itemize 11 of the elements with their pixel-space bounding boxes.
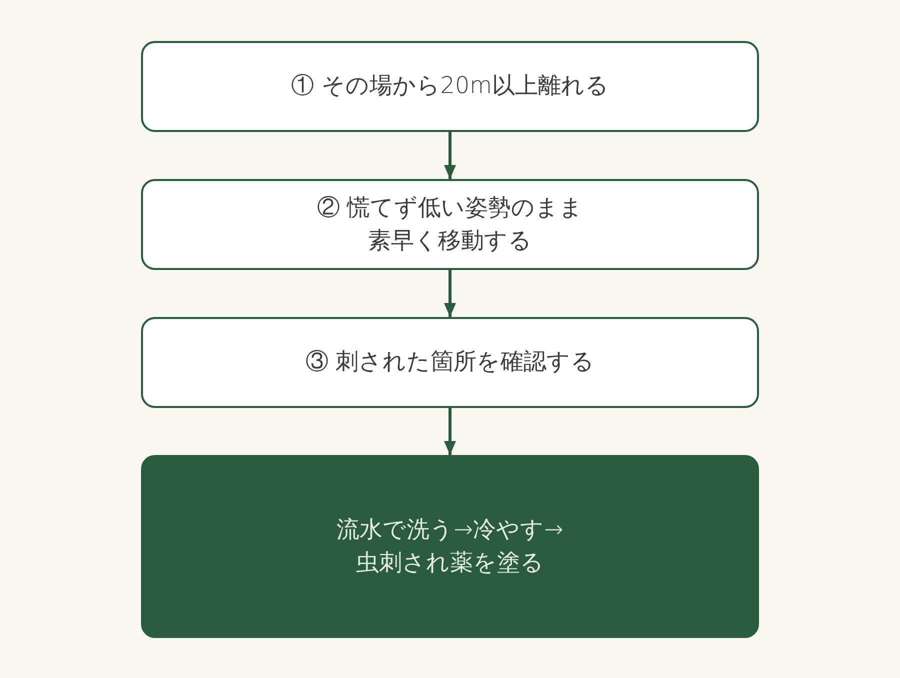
step-box: [141, 317, 759, 408]
result-text: 流水で洗う→冷やす→虫刺され薬を塗る: [336, 516, 564, 578]
step-box: [141, 41, 759, 132]
arrow: [444, 270, 456, 317]
step-text: ② 慌てず低い姿勢のまま素早く移動する: [316, 194, 584, 256]
step-box: [141, 179, 759, 270]
arrow: [444, 408, 456, 455]
result-box: [141, 455, 759, 638]
step-text: ① その場から20m以上離れる: [291, 72, 609, 102]
arrow: [444, 132, 456, 179]
step-text: ③ 刺された箇所を確認する: [305, 348, 595, 378]
